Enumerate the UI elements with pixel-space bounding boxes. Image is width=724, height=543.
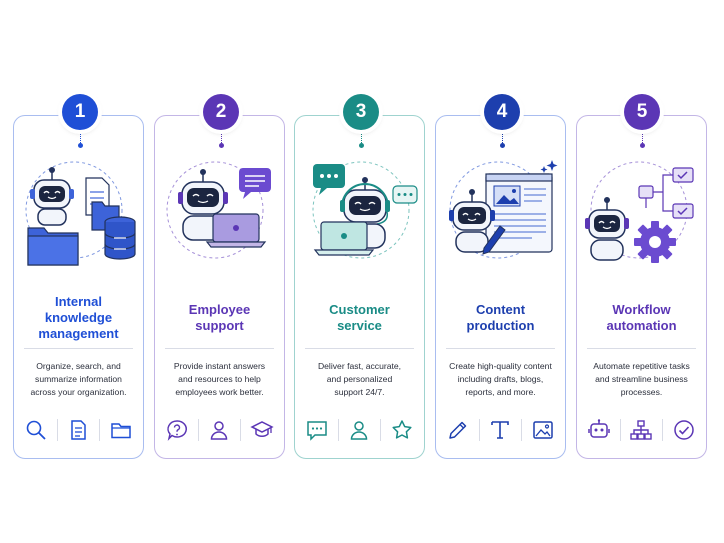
customer-service-illustration (312, 161, 418, 259)
document-icon (71, 420, 87, 440)
person-icon (211, 421, 228, 440)
workflow-illustration (585, 161, 694, 263)
knowledge-illustration (25, 161, 136, 266)
connector-dot (359, 143, 364, 148)
divider (24, 348, 133, 349)
card-title-line: Employee (188, 302, 251, 317)
divider (305, 348, 414, 349)
step-badge: 2 (203, 94, 239, 130)
step-badge: 1 (62, 94, 98, 130)
connector-dot (78, 143, 83, 148)
step-badge: 3 (343, 94, 379, 130)
folder-icon (110, 423, 131, 439)
card-icons (301, 414, 418, 446)
pencil-icon (449, 421, 467, 439)
card-title-line: management (38, 326, 119, 341)
card-description: Deliver fast, accurate, and personalized… (317, 361, 402, 397)
card-description: Create high-quality content including dr… (449, 361, 552, 397)
chat-bubble-icon (307, 421, 328, 441)
image-icon (532, 421, 553, 439)
card-icons (20, 414, 137, 446)
connector-dot (500, 143, 505, 148)
support-illustration (166, 161, 271, 259)
card-title: Content production (440, 294, 561, 342)
step-badge: 5 (624, 94, 660, 130)
connector-dot (640, 143, 645, 148)
connector (80, 131, 82, 145)
connector (221, 131, 223, 145)
card-title-line: knowledge (44, 310, 113, 325)
graduation-cap-icon (249, 421, 274, 437)
card: Employee support Provide instant answers… (154, 115, 285, 459)
text-icon (491, 421, 510, 439)
card-title: Customer service (299, 294, 420, 342)
content-production-illustration (449, 160, 558, 259)
card-icons (583, 414, 700, 446)
help-bubble-icon (167, 420, 188, 441)
star-icon (392, 420, 412, 439)
card-description: Provide instant answers and resources to… (173, 361, 266, 397)
card-title-line: Internal (55, 294, 102, 309)
card-description: Organize, search, and summarize informat… (30, 361, 127, 397)
divider (446, 348, 555, 349)
connector (361, 131, 363, 145)
person-icon (351, 421, 368, 440)
card-title-line: Workflow (612, 302, 671, 317)
card-title-line: Customer (329, 302, 390, 317)
card-title-line: support (195, 318, 244, 333)
card-description: Automate repetitive tasks and streamline… (593, 361, 690, 397)
divider (587, 348, 696, 349)
card-title-line: service (337, 318, 382, 333)
card-title-line: automation (606, 318, 677, 333)
connector-dot (219, 143, 224, 148)
card: Workflow automation Automate repetitive … (576, 115, 707, 459)
card-title-line: Content (475, 302, 526, 317)
card: Internal knowledge management Organize, … (13, 115, 144, 459)
card-title: Employee support (159, 294, 280, 342)
check-circle-icon (673, 420, 694, 440)
connector (642, 131, 644, 145)
card-title-line: production (466, 318, 535, 333)
card: Content production Create high-quality c… (435, 115, 566, 459)
step-badge: 4 (484, 94, 520, 130)
org-chart-icon (630, 420, 653, 440)
robot-icon (588, 419, 611, 438)
card-icons (442, 414, 559, 446)
card-title: Workflow automation (581, 294, 702, 342)
divider (165, 348, 274, 349)
connector (502, 131, 504, 145)
card: Customer service Deliver fast, accurate,… (294, 115, 425, 459)
search-icon (26, 420, 46, 440)
card-icons (161, 414, 278, 446)
card-title: Internal knowledge management (18, 294, 139, 342)
